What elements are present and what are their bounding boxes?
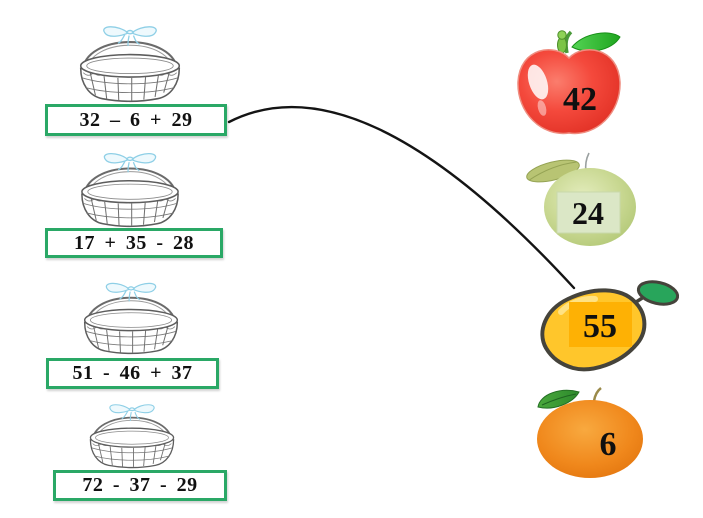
- worm-icon: [557, 30, 567, 54]
- red-apple-icon[interactable]: 42: [510, 26, 628, 140]
- basket-icon: [80, 152, 180, 228]
- expression-box-3[interactable]: 51 - 46 + 37: [46, 358, 219, 389]
- mango-icon[interactable]: 55: [535, 274, 685, 378]
- orange-icon[interactable]: 6: [530, 386, 650, 482]
- fruit-value-55: 55: [583, 308, 617, 345]
- leaf-vein: [541, 393, 577, 406]
- expression-box-4[interactable]: 72 - 37 - 29: [53, 470, 227, 501]
- mango-highlight: [558, 295, 598, 315]
- expression-box-1[interactable]: 32 – 6 + 29: [45, 104, 227, 136]
- basket-icon: [89, 403, 175, 469]
- fruit-value-6: 6: [600, 426, 617, 463]
- fruit-value-24: 24: [572, 195, 604, 231]
- orange-body: [537, 400, 643, 478]
- basket-icon: [83, 282, 179, 355]
- value-label: [569, 302, 632, 347]
- apple-highlight: [527, 64, 549, 100]
- basket-icon: [79, 25, 181, 103]
- apple-stem: [564, 30, 573, 54]
- green-apple-icon[interactable]: 24: [518, 150, 642, 248]
- mango-leaf-icon: [636, 280, 680, 306]
- apple-leaf-icon: [571, 32, 621, 52]
- fruit-value-42: 42: [563, 81, 597, 118]
- orange-stem: [592, 387, 602, 402]
- expression-box-2[interactable]: 17 + 35 - 28: [45, 228, 223, 258]
- orange-leaf-icon: [537, 389, 580, 409]
